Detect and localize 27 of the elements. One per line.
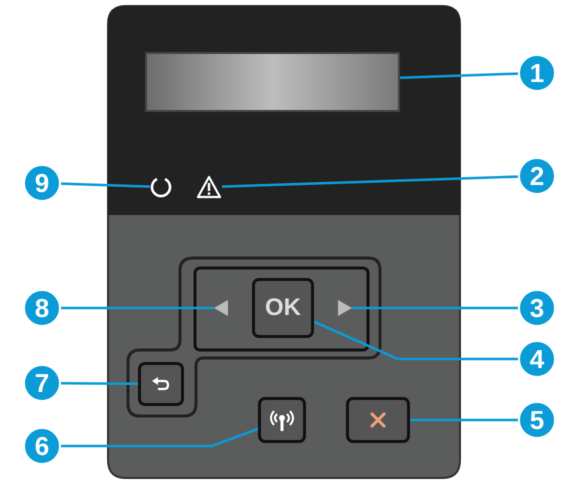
warning-icon: [196, 175, 222, 199]
leader-line: [314, 320, 518, 360]
ok-button: OK: [252, 278, 314, 338]
callout-number: 6: [23, 427, 61, 465]
leader-line: [61, 428, 258, 448]
display-screen: [145, 52, 400, 112]
leader-line: [410, 418, 518, 422]
callout-number: 3: [518, 289, 556, 327]
leader-line: [222, 175, 518, 188]
cancel-button: [346, 397, 410, 443]
callout-number: 8: [23, 289, 61, 327]
callout-number: 5: [518, 401, 556, 439]
left-arrow-icon: [214, 300, 228, 316]
leader-line: [352, 306, 518, 310]
wireless-button: [258, 397, 306, 443]
power-light-icon: [150, 176, 172, 198]
callout-number: 9: [23, 164, 61, 202]
right-arrow-icon: [338, 300, 352, 316]
callout-number: 4: [518, 340, 556, 378]
callout-number: 1: [518, 54, 556, 92]
leader-line: [61, 382, 138, 386]
leader-line: [60, 182, 150, 188]
back-button: [138, 362, 184, 406]
callout-number: 7: [23, 364, 61, 402]
callout-number: 2: [518, 157, 556, 195]
leader-line: [61, 306, 214, 310]
leader-line: [400, 72, 518, 79]
